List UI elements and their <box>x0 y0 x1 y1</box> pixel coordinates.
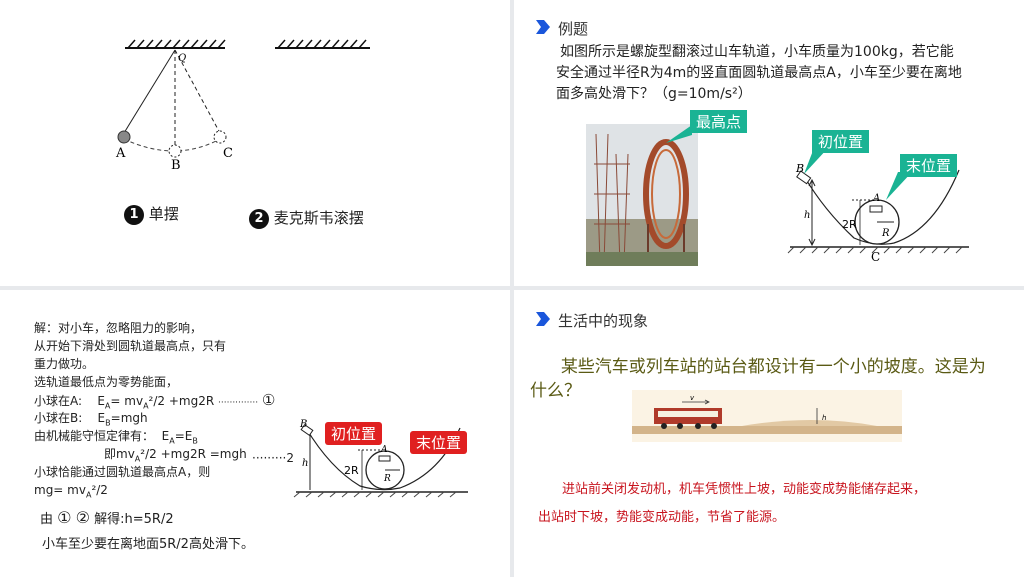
eq-rhs: =mgh <box>110 411 148 425</box>
platform-slope-figure: h v <box>632 390 902 442</box>
eq-rhs: = mv <box>110 394 144 408</box>
fig-label-h: h <box>822 414 826 422</box>
diagram-label-c: C <box>871 250 880 264</box>
eq-label: 小球在A: <box>34 394 83 408</box>
diagram-label-r: R <box>383 474 391 484</box>
eq-sub: A <box>134 454 141 464</box>
eq-e: E <box>97 411 106 425</box>
label-b: B <box>171 158 181 173</box>
number-badge: 2 <box>249 208 269 229</box>
solution-line-3: 重力做功。 <box>34 357 95 371</box>
diagram-label-b: B <box>299 419 307 430</box>
problem-line-2: 安全通过半径R为4m的竖直面圆轨道最高点A，小车至少要在离地 <box>556 65 962 81</box>
eq-sub: A <box>104 401 111 411</box>
eq-e: E <box>161 429 170 443</box>
diagram-label-a: A <box>380 445 388 455</box>
equation-b: 小球在B: EB=mgh <box>34 410 148 431</box>
tag-initial-position: 初位置 <box>325 422 383 445</box>
eq-sub: B <box>105 418 111 428</box>
result-mark-2: ② <box>75 508 90 527</box>
pendulum-panel: Q A B C 1 单摆 2 麦克斯韦滚摆 <box>0 0 510 286</box>
label-c: C <box>223 146 233 161</box>
diagram-label-b: B <box>795 162 804 175</box>
diagram-label-h: h <box>804 210 810 221</box>
condition-line: 小球恰能通过圆轨道最高点A，则 <box>34 465 211 479</box>
diagram-label-2r: 2R <box>344 464 359 477</box>
eq-label: 小球在B: <box>34 411 83 425</box>
label-a: A <box>115 146 126 161</box>
diagram-label-2r: 2R <box>842 218 857 231</box>
eq-dots-2: ·········2 <box>252 451 294 465</box>
section-marker-icon <box>536 312 550 326</box>
condition-equation: mg= mvA²/2 <box>34 482 108 503</box>
question-line-2: 什么？ <box>530 381 581 401</box>
eq-lead: mg= mv <box>34 483 86 497</box>
eq-lead: 由机械能守恒定律有： <box>34 429 155 443</box>
result-line: 由 ① ② 解得:h=5R/2 <box>40 508 174 527</box>
problem-line-3: 面多高处滑下？（g=10m/s²） <box>556 86 752 102</box>
eq-e: E <box>97 394 105 408</box>
phenomenon-panel: 生活中的现象 某些汽车或列车站的站台都设计有一个小的坡度。这是为 什么？ h v… <box>514 290 1024 577</box>
eq-sub: A <box>85 490 92 500</box>
result-mark-1: ① <box>57 508 72 527</box>
tag-pointer <box>666 125 692 143</box>
tag-final-position: 末位置 <box>410 431 468 454</box>
equation-a: 小球在A: EA= mvA²/2 +mg2R ·············· ① <box>34 392 275 414</box>
problem-line-1: 如图所示是螺旋型翻滚过山车轨道，小车质量为100kg，若它能 <box>560 44 954 60</box>
fig-label-v: v <box>690 394 695 402</box>
tag-initial-position: 初位置 <box>812 130 870 153</box>
conclusion-line: 小车至少要在离地面5R/2高处滑下。 <box>42 537 254 552</box>
result-rest: 解得:h=5R/2 <box>94 512 174 527</box>
tag-highest-point: 最高点 <box>690 110 748 133</box>
eq-rest: ²/2 <box>91 483 108 497</box>
solution-line-1: 解：对小车，忽略阻力的影响， <box>34 321 203 335</box>
eq-lead: 即mv <box>104 447 135 461</box>
result-lead: 由 <box>40 512 54 527</box>
tag-pointer <box>804 148 828 174</box>
loop-diagram-small: B A h 2R R <box>293 419 468 498</box>
diagram-label-r: R <box>881 228 890 239</box>
eq-mark-1: ① <box>261 391 276 409</box>
eq-dots: ·············· <box>218 398 259 408</box>
solution-line-2: 从开始下滑处到圆轨道最高点，只有 <box>34 339 227 353</box>
tag-final-position: 末位置 <box>900 154 958 177</box>
eq-sub: A <box>143 401 149 411</box>
item-label: 单摆 <box>148 205 179 223</box>
tag-pointer <box>886 172 912 200</box>
eq-rest: ²/2 +mg2R =mgh <box>140 447 247 461</box>
eq-rest: ²/2 +mg2R <box>148 394 215 408</box>
pendulum-diagram: Q A B C <box>115 39 370 173</box>
solution-line-4: 选轨道最低点为零势能面， <box>34 375 179 389</box>
eq-sub: B <box>192 436 198 446</box>
answer-line-2: 出站时下坡，势能变成动能，节省了能源。 <box>538 510 786 525</box>
item-maxwell-pendulum: 2 麦克斯韦滚摆 <box>249 207 364 229</box>
section-title: 例题 <box>558 20 589 38</box>
diagram-label-h: h <box>302 458 308 469</box>
loop-diagram: B A h 2R R C <box>787 162 969 264</box>
question-text-1: 某些汽车或列车站的站台都设计有一个小的坡度。这是为 <box>560 357 986 377</box>
example-panel: 例题 如图所示是螺旋型翻滚过山车轨道，小车质量为100kg，若它能 安全通过半径… <box>514 0 1024 286</box>
question-line-1: 某些汽车或列车站的站台都设计有一个小的坡度。这是为 <box>550 352 986 377</box>
eq-sub: A <box>169 436 175 446</box>
label-q: Q <box>178 53 186 64</box>
equation-2: 即mvA²/2 +mg2R =mgh <box>104 446 247 467</box>
diagram-label-a: A <box>872 193 880 204</box>
conservation-line: 由机械能守恒定律有： EA=EB <box>34 428 198 449</box>
solution-panel: 解：对小车，忽略阻力的影响， 从开始下滑处到圆轨道最高点，只有 重力做功。 选轨… <box>0 290 510 577</box>
item-label: 麦克斯韦滚摆 <box>273 209 364 227</box>
section-marker-icon <box>536 20 550 34</box>
item-simple-pendulum: 1 单摆 <box>124 203 179 225</box>
answer-line-1: 进站前关闭发动机，机车凭惯性上坡，动能变成势能储存起来， <box>562 482 927 497</box>
number-badge: 1 <box>124 204 144 225</box>
roller-coaster-photo <box>586 124 698 266</box>
eq-rhs: =E <box>174 429 193 443</box>
section-title: 生活中的现象 <box>558 312 649 330</box>
